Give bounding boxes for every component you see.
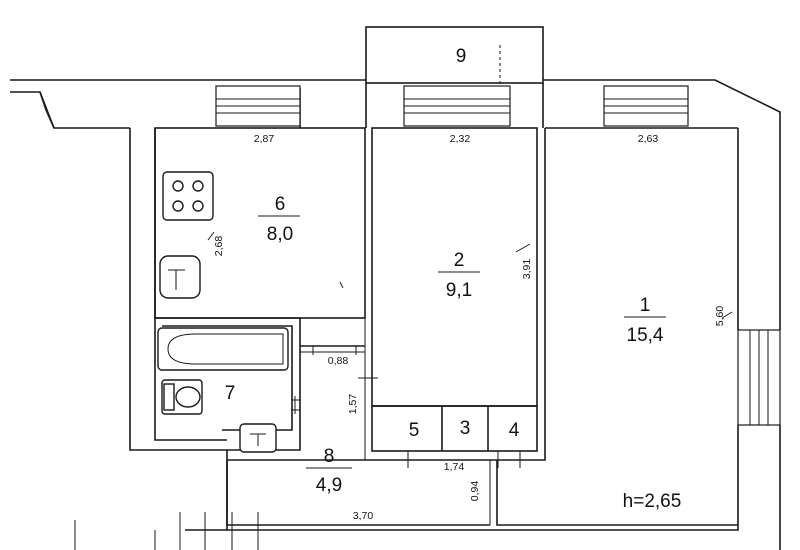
room-6-number: 6 <box>275 194 286 215</box>
dimension-ticks <box>207 231 733 319</box>
dim-closet-width: 1,74 <box>444 461 465 473</box>
dim-hall-depth: 1,57 <box>347 394 359 415</box>
room-2-area: 9,1 <box>446 280 472 301</box>
room-8-area: 4,9 <box>316 475 342 496</box>
room-2-number: 2 <box>454 250 465 271</box>
window-room-1-side <box>737 329 781 426</box>
dim-room1-width: 2,63 <box>638 133 659 145</box>
dim-room1-depth: 5,60 <box>714 306 726 327</box>
dim-room2-width: 2,32 <box>450 133 471 145</box>
toilet-icon <box>161 379 203 415</box>
outer-walls <box>10 79 781 550</box>
dim-room2-depth: 3,91 <box>521 259 533 280</box>
room-8-number: 8 <box>324 446 335 467</box>
room-3-number: 3 <box>460 418 471 439</box>
dim-kitchen-width: 2,87 <box>254 133 275 145</box>
room-1 <box>489 127 738 526</box>
room-7-number: 7 <box>225 383 236 404</box>
dim-hall-length: 3,70 <box>353 510 374 522</box>
closets <box>365 128 546 468</box>
entrance-stair <box>74 512 259 550</box>
dim-kitchen-depth: 2,68 <box>213 236 225 257</box>
room-8-hall <box>226 459 490 526</box>
bathroom-sink-icon <box>239 423 277 453</box>
room-1-number: 1 <box>640 295 651 316</box>
room-9-number: 9 <box>456 46 467 67</box>
room-5-number: 5 <box>409 420 420 441</box>
ceiling-height: h=2,65 <box>623 491 682 512</box>
window-room-2 <box>403 85 511 127</box>
bathtub-icon <box>157 327 289 371</box>
dim-passage-width: 0,88 <box>328 355 349 367</box>
room-1-area: 15,4 <box>627 325 664 346</box>
window-kitchen <box>215 85 301 127</box>
dim-hall-step: 0,94 <box>469 481 481 502</box>
room-4-number: 4 <box>509 420 520 441</box>
stove-icon <box>162 171 214 221</box>
kitchen-sink-icon <box>159 255 201 299</box>
room-6-area: 8,0 <box>267 224 293 245</box>
passage <box>300 345 365 355</box>
window-room-1 <box>603 85 689 127</box>
